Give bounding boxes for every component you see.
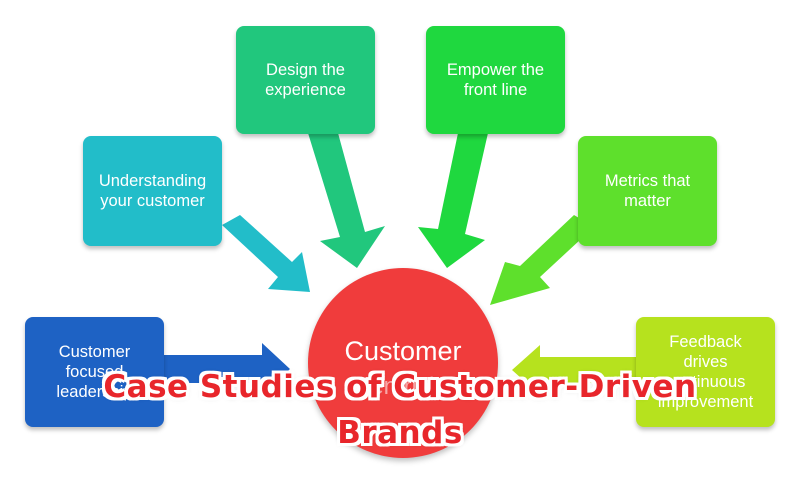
arrow-design bbox=[308, 133, 385, 268]
hub-circle bbox=[308, 268, 498, 458]
node-metrics-label: Metrics that matter bbox=[604, 172, 691, 210]
hub-label: Customer bbox=[344, 336, 462, 366]
overlay-title: Case Studies of Customer-Driven Brands bbox=[103, 369, 697, 451]
node-feedback: Feedback drives continuous improvement bbox=[636, 317, 775, 427]
node-design-label: Design the experience bbox=[265, 61, 346, 99]
node-metrics: Metrics that matter bbox=[578, 136, 717, 246]
hub-label-obscured: Centricity bbox=[352, 373, 454, 400]
node-empower-label: Empower the front line bbox=[446, 61, 545, 99]
node-design: Design the experience bbox=[236, 26, 375, 134]
arrow-leadership bbox=[163, 343, 290, 395]
arrow-metrics bbox=[490, 215, 594, 305]
arrow-empower bbox=[418, 133, 488, 268]
node-understanding-label: Understanding your customer bbox=[98, 172, 207, 210]
arrow-feedback bbox=[512, 345, 640, 395]
node-leadership: Customer focused leadership bbox=[25, 317, 164, 427]
node-leadership-label: Customer focused leadership bbox=[56, 343, 133, 401]
node-feedback-label: Feedback drives continuous improvement bbox=[657, 333, 754, 411]
node-empower: Empower the front line bbox=[426, 26, 565, 134]
arrow-understanding bbox=[222, 215, 310, 292]
node-understanding: Understanding your customer bbox=[83, 136, 222, 246]
